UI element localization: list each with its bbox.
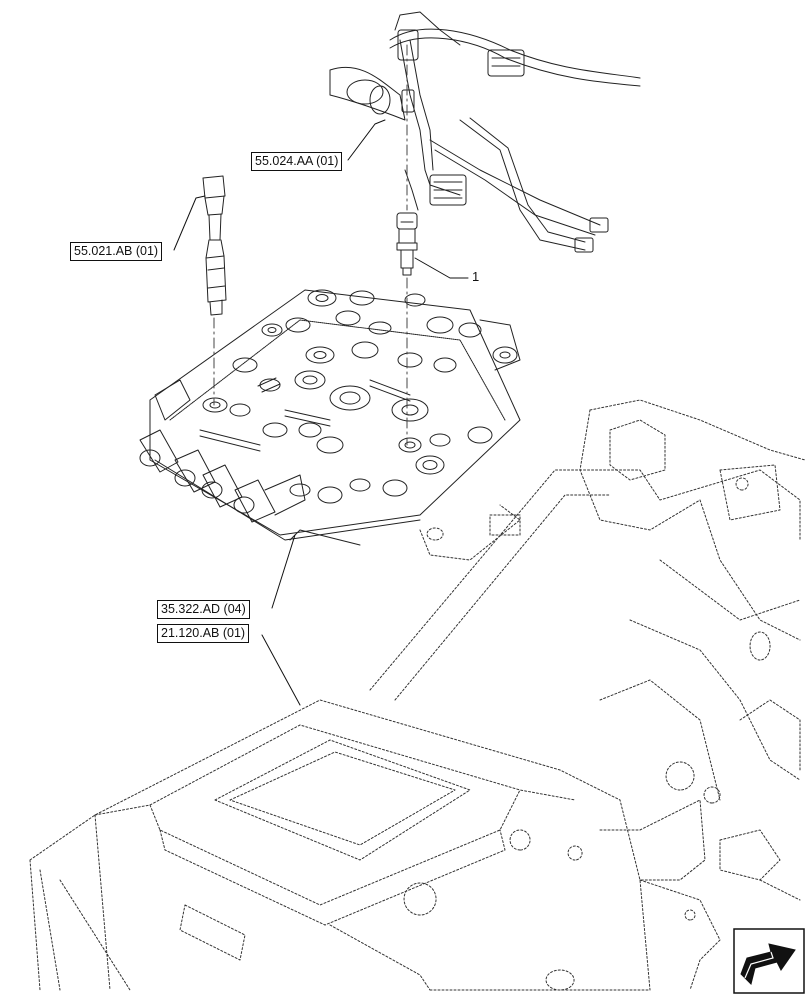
ref-label-35-322-ad[interactable]: 35.322.AD (04) <box>157 600 250 619</box>
assembly-centerlines <box>213 44 408 446</box>
solenoid-coils <box>139 429 306 523</box>
pressure-switch-left <box>202 175 227 316</box>
wiring-harness <box>329 11 641 253</box>
ref-label-21-120-ab[interactable]: 21.120.AB (01) <box>157 624 250 643</box>
ref-label-55-024-aa[interactable]: 55.024.AA (01) <box>251 152 343 171</box>
callout-number-1: 1 <box>472 269 480 284</box>
sensor-part-1 <box>396 212 418 276</box>
next-page-arrow-icon[interactable] <box>733 928 805 994</box>
ref-label-55-021-ab[interactable]: 55.021.AB (01) <box>70 242 163 261</box>
leader-lines <box>173 119 469 706</box>
control-valve-block <box>139 289 521 546</box>
frame-housing <box>29 399 806 991</box>
